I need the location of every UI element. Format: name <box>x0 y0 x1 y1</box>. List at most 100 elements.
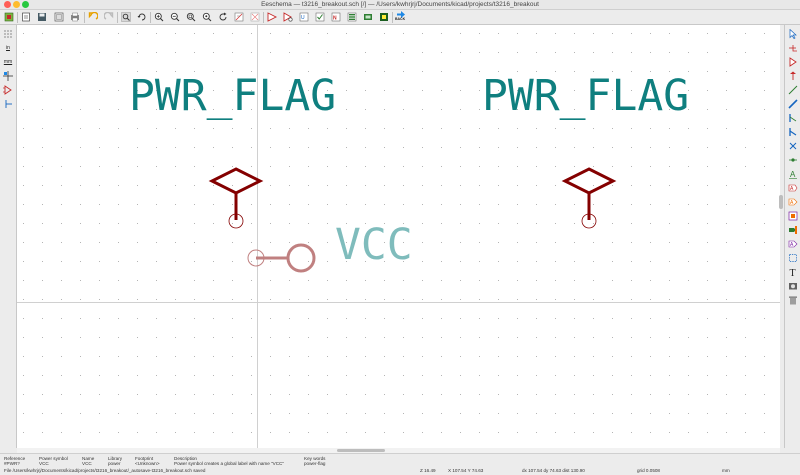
pwr-flag-symbol-right <box>561 167 617 229</box>
schematic-canvas[interactable]: PWR_FLAG PWR_FLAG VCC <box>17 25 780 448</box>
svg-text:U: U <box>301 15 305 21</box>
svg-text:A: A <box>790 170 796 179</box>
horizontal-scrollbar-thumb[interactable] <box>337 449 385 452</box>
grid-toggle-icon[interactable] <box>2 28 14 39</box>
back-label: BACK <box>395 17 406 21</box>
description-header: Description <box>174 456 197 461</box>
svg-text:A: A <box>790 200 794 206</box>
svg-text:A: A <box>790 242 794 248</box>
horizontal-scrollbar[interactable] <box>17 448 780 453</box>
status-bar: Reference #PWR? Power symbol VCC Name VC… <box>0 453 800 475</box>
open-icon[interactable] <box>21 12 31 22</box>
hierarchical-label-icon[interactable]: A <box>787 196 799 207</box>
library-value: power <box>108 461 121 466</box>
library-browser-icon[interactable] <box>283 12 293 22</box>
main-toolbar: U N BACK <box>0 10 800 25</box>
zoom-selection-icon[interactable] <box>202 12 212 22</box>
add-bus-icon[interactable] <box>787 98 799 109</box>
library-header: Library <box>108 456 123 461</box>
cursor-shape-icon[interactable] <box>2 70 14 81</box>
erc-icon[interactable] <box>315 12 325 22</box>
add-wire-icon[interactable] <box>787 84 799 95</box>
svg-text:A: A <box>790 186 794 192</box>
redo-icon[interactable] <box>104 12 114 22</box>
highlight-net-icon[interactable] <box>787 42 799 53</box>
image-icon[interactable] <box>787 280 799 291</box>
pcbnew-icon[interactable] <box>379 12 389 22</box>
pwr-flag-symbol-left <box>208 167 264 229</box>
cursor-position-readout: X 107.54 Y 74.63 <box>448 468 484 473</box>
library-editor-icon[interactable] <box>267 12 277 22</box>
units-mm-label: mm <box>3 58 13 65</box>
grid-size-readout: grid 0.0508 <box>637 468 660 473</box>
right-tools-toolbar: A A A A T <box>784 25 800 448</box>
add-component-icon[interactable] <box>787 56 799 67</box>
description-value: Power symbol creates a global label with… <box>174 461 284 466</box>
window-title: Eeschema — t3216_breakout.sch [/] — /Use… <box>261 1 539 8</box>
bom-icon[interactable] <box>347 12 357 22</box>
file-save-message: File /Users/kwhrjrj/Documents/kicad/proj… <box>4 468 206 473</box>
hierarchical-sheet-icon[interactable] <box>787 210 799 221</box>
save-icon[interactable] <box>37 12 47 22</box>
find-replace-icon[interactable] <box>137 12 147 22</box>
find-icon[interactable] <box>121 12 131 22</box>
no-connect-icon[interactable] <box>787 140 799 151</box>
power-value: VCC <box>39 461 49 466</box>
relative-position-readout: dx 107.54 dy 74.63 dist 130.90 <box>522 468 585 473</box>
hierarchical-pin-icon[interactable]: A <box>787 238 799 249</box>
power-header: Power symbol <box>39 456 68 461</box>
vcc-label[interactable]: VCC <box>335 220 413 270</box>
leave-sheet-icon[interactable] <box>250 12 260 22</box>
zoom-fit-icon[interactable] <box>186 12 196 22</box>
close-window-button[interactable] <box>4 1 11 8</box>
units-readout: mm <box>722 468 730 473</box>
hidden-pins-icon[interactable] <box>2 84 14 95</box>
graphic-line-icon[interactable] <box>787 252 799 263</box>
left-options-toolbar: in mm <box>0 25 17 448</box>
global-label-icon[interactable]: A <box>787 182 799 193</box>
net-label-icon[interactable]: A <box>787 168 799 179</box>
units-mm-button[interactable]: mm <box>2 56 14 67</box>
vertical-scrollbar-thumb[interactable] <box>779 195 783 209</box>
svg-text:T: T <box>790 268 796 277</box>
footprint-header: Footprint <box>135 456 154 461</box>
units-inch-label: in <box>6 44 10 51</box>
redraw-icon[interactable] <box>218 12 228 22</box>
name-header: Name <box>82 456 95 461</box>
footprint-value: <Unknown> <box>135 461 160 466</box>
window-titlebar: Eeschema — t3216_breakout.sch [/] — /Use… <box>0 0 800 10</box>
zoom-out-icon[interactable] <box>170 12 180 22</box>
select-arrow-icon[interactable] <box>787 28 799 39</box>
pwr-flag-label-left[interactable]: PWR_FLAG <box>129 71 337 121</box>
pwr-flag-label-right[interactable]: PWR_FLAG <box>482 71 690 121</box>
schematic-drawing <box>17 25 780 448</box>
svg-text:N: N <box>333 16 337 22</box>
new-sheet-icon[interactable] <box>4 12 14 22</box>
reference-header: Reference <box>4 456 26 461</box>
delete-icon[interactable] <box>787 294 799 305</box>
back-icon[interactable] <box>396 11 406 18</box>
zoom-window-button[interactable] <box>22 1 29 8</box>
hierarchy-navigator-icon[interactable] <box>234 12 244 22</box>
keywords-value: power-flag <box>304 461 326 466</box>
bus-orientation-icon[interactable] <box>2 98 14 109</box>
junction-icon[interactable] <box>787 154 799 165</box>
import-sheet-pin-icon[interactable] <box>787 224 799 235</box>
undo-icon[interactable] <box>88 12 98 22</box>
zoom-readout: Z 16.49 <box>420 468 436 473</box>
text-icon[interactable]: T <box>787 266 799 277</box>
wire-bus-entry-icon[interactable] <box>787 112 799 123</box>
add-power-icon[interactable] <box>787 70 799 81</box>
name-value: VCC <box>82 461 92 466</box>
print-icon[interactable] <box>70 12 80 22</box>
reference-value: #PWR? <box>4 461 20 466</box>
units-inch-button[interactable]: in <box>2 42 14 53</box>
keywords-header: Key words <box>304 456 326 461</box>
assign-footprints-icon[interactable] <box>363 12 373 22</box>
page-settings-icon[interactable] <box>54 12 64 22</box>
minimize-window-button[interactable] <box>13 1 20 8</box>
netlist-icon[interactable]: N <box>331 12 341 22</box>
bus-bus-entry-icon[interactable] <box>787 126 799 137</box>
annotate-icon[interactable]: U <box>299 12 309 22</box>
zoom-in-icon[interactable] <box>154 12 164 22</box>
